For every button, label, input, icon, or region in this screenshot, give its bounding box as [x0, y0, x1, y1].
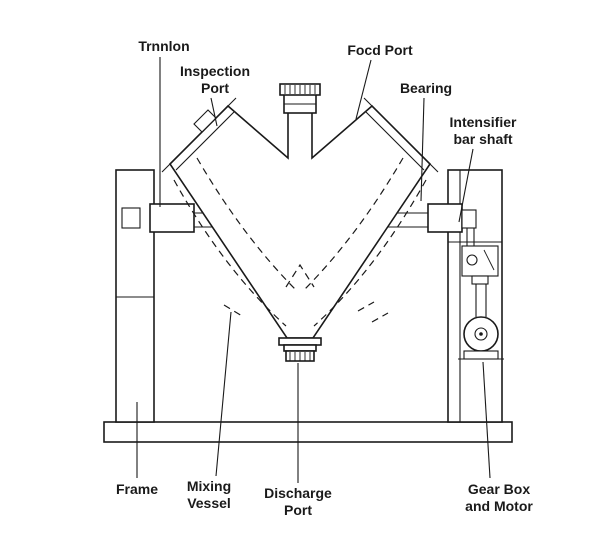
leader-lines: [136, 57, 491, 483]
gear-box-body: [461, 245, 499, 277]
right-end-cap-flange-line: [365, 111, 425, 171]
mixing-vessel: [161, 97, 439, 339]
ghost-tick-right-1: [357, 301, 375, 312]
inspection-port-cover: [193, 109, 217, 133]
feed-port-flange-hatch: [284, 85, 316, 94]
label-inspection-port-line1: Inspection: [180, 63, 250, 79]
ghost-arc-left-outer: [173, 179, 287, 327]
gear-box-detail-line: [483, 249, 495, 271]
left-cap-lip-bottom: [161, 163, 171, 173]
discharge-port-shape: [278, 337, 322, 362]
trunnion-left-bearing-block: [121, 207, 141, 229]
leader-feed-port: [355, 59, 372, 120]
leader-bearing: [420, 97, 425, 202]
right-cap-lip-bottom: [429, 163, 439, 173]
bearing-block: [427, 203, 463, 233]
label-gear-box-line1: Gear Box: [468, 481, 530, 497]
ghost-tick-right-2: [371, 312, 389, 323]
trunnion-left: [121, 203, 214, 233]
ghost-apex-notch: [285, 263, 315, 288]
gear-box-and-motor: [458, 245, 504, 360]
left-end-cap-flange-line: [175, 111, 235, 171]
ghost-tick-left: [223, 304, 243, 317]
ghost-arc-left-inner: [196, 157, 298, 292]
gear-box-shaft-boss: [466, 254, 478, 266]
feed-port-shape: [279, 83, 321, 114]
label-inspection-port-line2: Port: [201, 80, 229, 96]
leader-gear-box-motor: [482, 361, 491, 479]
leader-inspection-port: [210, 97, 218, 127]
trunnion-right-bearing: [384, 203, 477, 246]
label-intensifier-line1: Intensifier: [450, 114, 517, 130]
label-feed-port: Focd Port: [347, 42, 413, 58]
motor-pulley-hub: [474, 327, 488, 341]
label-mixing-vessel-line2: Vessel: [187, 495, 231, 511]
discharge-collar-hatch: [289, 352, 311, 361]
intensifier-bar-shaft-block: [461, 209, 477, 229]
motor-base-plate: [463, 350, 499, 360]
left-cap-lip-top: [227, 97, 237, 107]
motor-pulley-center: [479, 332, 483, 336]
ghost-arc-right-inner: [302, 157, 404, 292]
frame-base: [103, 421, 513, 443]
label-mixing-vessel-line1: Mixing: [187, 478, 231, 494]
discharge-flange-upper: [278, 337, 322, 346]
rotation-ghost-lines: [173, 157, 427, 327]
label-discharge-port-line2: Port: [284, 502, 312, 518]
mixing-vessel-outline: [168, 104, 432, 339]
leader-intensifier-bar-shaft: [458, 148, 474, 223]
trunnion-left-block: [149, 203, 195, 233]
label-bearing: Bearing: [400, 80, 452, 96]
label-intensifier-line2: bar shaft: [453, 131, 512, 147]
discharge-flange-lower: [283, 344, 317, 352]
ghost-arc-right-outer: [313, 179, 427, 327]
labels: Trnnlon Inspection Port Focd Port Bearin…: [116, 38, 533, 518]
right-cap-lip-top: [363, 97, 373, 107]
label-frame: Frame: [116, 481, 158, 497]
gear-box-mount: [471, 275, 489, 285]
label-gear-box-line2: and Motor: [465, 498, 533, 514]
leader-mixing-vessel: [215, 311, 232, 477]
label-trunnion: Trnnlon: [138, 38, 189, 54]
label-discharge-port-line1: Discharge: [264, 485, 332, 501]
